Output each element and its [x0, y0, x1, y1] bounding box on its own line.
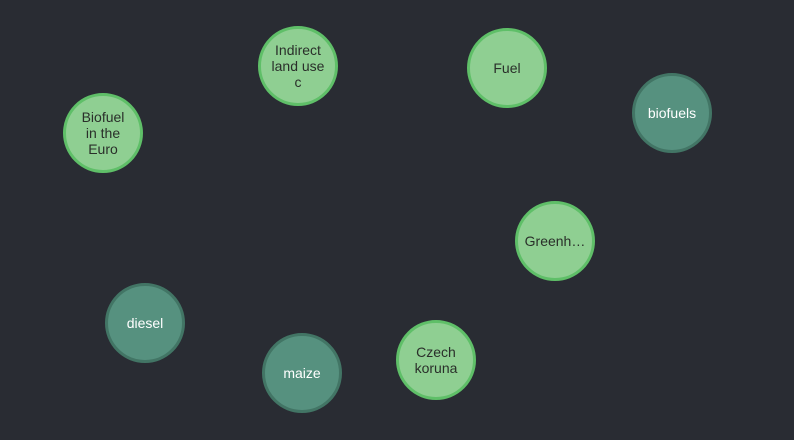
node-greenhouse[interactable]: Greenh…	[515, 201, 595, 281]
node-label: biofuels	[647, 105, 697, 121]
node-biofuels[interactable]: biofuels	[632, 73, 712, 153]
node-label: Biofuel in the Euro	[81, 109, 125, 157]
node-indirect-land-use[interactable]: Indirect land use c	[258, 26, 338, 106]
node-label: diesel	[126, 315, 164, 331]
node-biofuel-in-the-euro[interactable]: Biofuel in the Euro	[63, 93, 143, 173]
node-label: Greenh…	[524, 233, 586, 249]
node-diesel[interactable]: diesel	[105, 283, 185, 363]
node-fuel[interactable]: Fuel	[467, 28, 547, 108]
node-label: Indirect land use c	[271, 42, 325, 90]
node-label: maize	[283, 365, 321, 381]
node-label: Fuel	[493, 60, 521, 76]
node-maize[interactable]: maize	[262, 333, 342, 413]
node-czech-koruna[interactable]: Czech koruna	[396, 320, 476, 400]
node-label: Czech koruna	[414, 344, 458, 376]
